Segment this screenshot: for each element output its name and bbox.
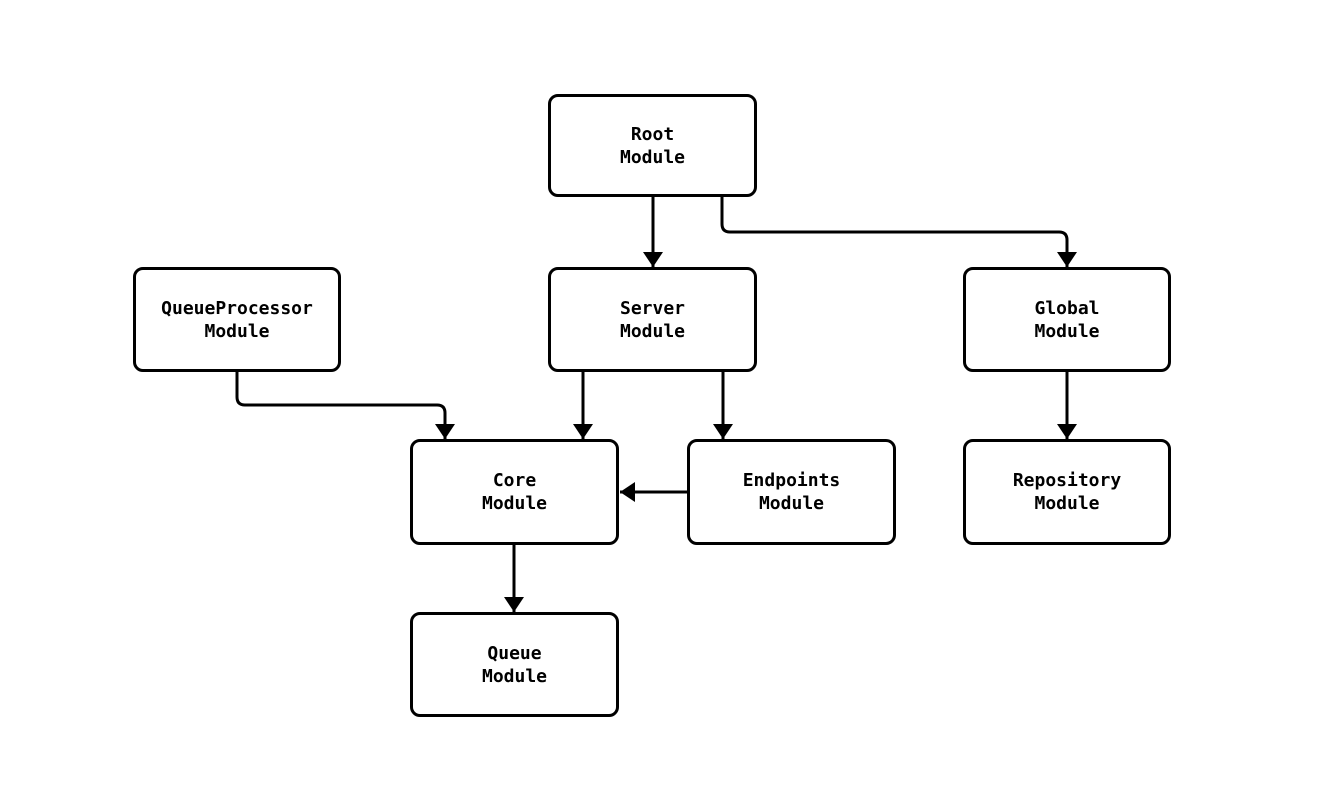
arrowhead-server-to-core — [573, 424, 593, 439]
arrowhead-core-to-queue — [504, 597, 524, 612]
node-core-module: Core Module — [410, 439, 619, 545]
node-queueprocessor-module: QueueProcessor Module — [133, 267, 341, 372]
arrowhead-root-to-server — [643, 252, 663, 267]
arrowhead-server-to-endpoints — [713, 424, 733, 439]
edge-queueprocessor-to-core — [235, 372, 447, 439]
edge-root-to-global — [720, 197, 1069, 267]
arrowhead-queueprocessor-to-core — [435, 424, 455, 439]
node-repository-module: Repository Module — [963, 439, 1171, 545]
node-global-module: Global Module — [963, 267, 1171, 372]
node-label-repository: Repository Module — [1012, 470, 1122, 514]
node-server-module: Server Module — [548, 267, 757, 372]
node-root-module: Root Module — [548, 94, 757, 197]
node-label-endpoints: Endpoints Module — [742, 470, 841, 514]
node-label-root: Root Module — [619, 123, 686, 168]
arrowhead-endpoints-to-core — [620, 482, 635, 502]
node-endpoints-module: Endpoints Module — [687, 439, 896, 545]
node-label-queueprocessor: QueueProcessor Module — [161, 297, 313, 342]
node-label-queue: Queue Module — [481, 642, 548, 687]
node-queue-module: Queue Module — [410, 612, 619, 717]
arrowhead-global-to-repository — [1057, 424, 1077, 439]
node-label-server: Server Module — [619, 297, 686, 342]
node-label-core: Core Module — [481, 470, 548, 514]
node-label-global: Global Module — [1034, 297, 1100, 342]
arrowhead-root-to-global — [1057, 252, 1077, 267]
